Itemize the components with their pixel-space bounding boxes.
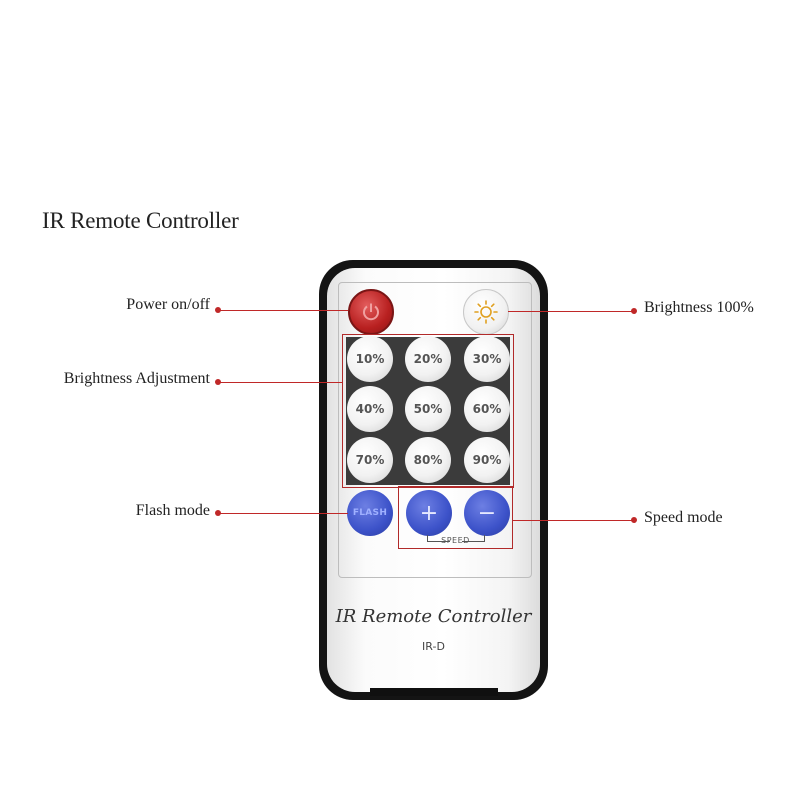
- remote-bottom-edge: [370, 688, 498, 696]
- power-button[interactable]: [348, 289, 394, 335]
- brightness-50-button[interactable]: 50%: [405, 386, 451, 432]
- callout-power-line: [218, 310, 348, 311]
- brightness-20-button[interactable]: 20%: [405, 336, 451, 382]
- flash-button[interactable]: FLASH: [347, 490, 393, 536]
- brightness-highlight-box: [342, 334, 514, 488]
- speed-caption: SPEED: [441, 536, 470, 545]
- speed-up-button[interactable]: +: [406, 490, 452, 536]
- callout-flash-line: [218, 513, 348, 514]
- callout-brightness-full-label: Brightness 100%: [644, 299, 754, 316]
- brightness-30-button[interactable]: 30%: [464, 336, 510, 382]
- callout-speed-label: Speed mode: [644, 509, 723, 526]
- flash-label: FLASH: [352, 508, 388, 518]
- callout-flash-label: Flash mode: [135, 502, 210, 519]
- power-icon: [363, 303, 379, 321]
- brightness-90-button[interactable]: 90%: [464, 437, 510, 483]
- callout-brightness-full-dot: [631, 308, 637, 314]
- callout-power-label: Power on/off: [126, 296, 210, 313]
- callout-speed-line: [513, 520, 634, 521]
- speed-bracket-right: [462, 535, 485, 542]
- button-panel: [338, 282, 532, 578]
- brightness-100-button[interactable]: [463, 289, 509, 335]
- brightness-10-button[interactable]: 10%: [347, 336, 393, 382]
- speed-bracket-left: [427, 535, 450, 542]
- remote-label: IR Remote Controller: [335, 606, 532, 627]
- callout-brightness-adjustment-line: [218, 382, 342, 383]
- speed-down-button[interactable]: −: [464, 490, 510, 536]
- speed-highlight-box: [398, 486, 513, 549]
- callout-brightness-adjustment-label: Brightness Adjustment: [63, 370, 210, 387]
- remote-model: IR-D: [422, 640, 445, 653]
- callout-speed-dot: [631, 517, 637, 523]
- brightness-70-button[interactable]: 70%: [347, 437, 393, 483]
- page-title: IR Remote Controller: [42, 208, 239, 233]
- brightness-80-button[interactable]: 80%: [405, 437, 451, 483]
- sun-icon: [474, 300, 498, 324]
- brightness-60-button[interactable]: 60%: [464, 386, 510, 432]
- brightness-40-button[interactable]: 40%: [347, 386, 393, 432]
- callout-brightness-full-line: [508, 311, 634, 312]
